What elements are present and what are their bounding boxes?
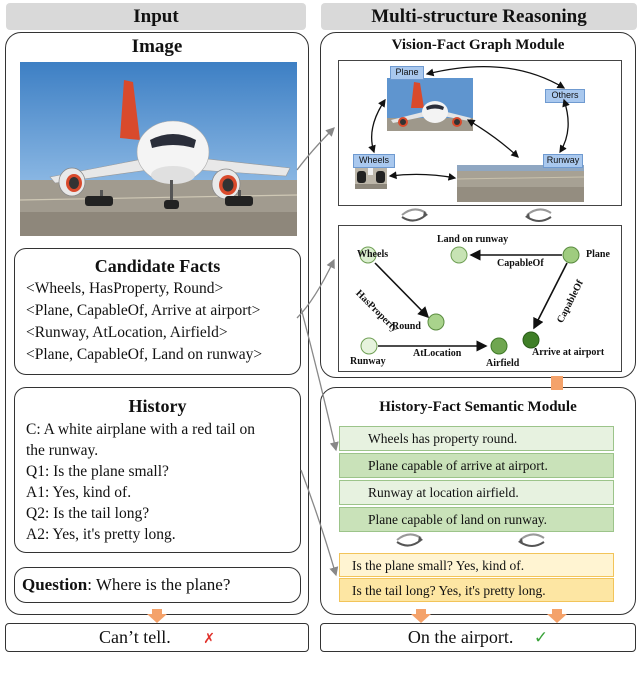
plane-tag: Plane — [390, 66, 424, 80]
plane-node-label: Plane — [586, 249, 610, 260]
fact-graph-box — [338, 225, 622, 372]
candidate-fact: <Wheels, HasProperty, Round> — [26, 280, 224, 297]
output-arrows — [147, 609, 567, 623]
runway-tag: Runway — [543, 154, 583, 168]
arrive-at-airport-node-label: Arrive at airport — [532, 347, 605, 358]
question-body: : Where is the plane? — [87, 575, 231, 594]
question-box — [14, 567, 301, 603]
capableof-edge-label: CapableOf — [497, 258, 544, 269]
semantic-history: Is the plane small? Yes, kind of. — [339, 553, 614, 577]
check-icon: ✓ — [533, 628, 549, 647]
model-answer-box: On the airport. ✓ — [320, 623, 636, 652]
semantic-fact: Plane capable of land on runway. — [339, 507, 614, 532]
question-text: Question: Where is the plane? — [22, 575, 230, 595]
question-label: Question — [22, 575, 88, 594]
history-line: Q2: Is the tail long? — [26, 505, 150, 522]
history-box — [14, 387, 301, 553]
runway-node-label: Runway — [350, 356, 386, 367]
candidate-fact: <Plane, CapableOf, Land on runway> — [26, 346, 263, 363]
round-node-label: Round — [392, 321, 421, 332]
wheels-node-label: Wheels — [357, 249, 389, 260]
baseline-answer-box: Can’t tell. ✗ — [5, 623, 309, 652]
others-tag: Others — [545, 89, 585, 103]
input-header: Input — [6, 3, 306, 30]
vision-module-title: Vision-Fact Graph Module — [391, 37, 565, 53]
reasoning-header: Multi-structure Reasoning — [321, 3, 637, 30]
semantic-history: Is the tail long? Yes, it's pretty long. — [339, 578, 614, 602]
round-node — [427, 313, 445, 331]
cycle-icon — [401, 208, 428, 222]
runway-crop-image — [457, 165, 584, 202]
history-line: the runway. — [26, 442, 99, 459]
image-title: Image — [131, 36, 183, 57]
wheels-node — [359, 246, 377, 264]
model-answer: On the airport. — [407, 627, 514, 647]
airplane-image — [20, 62, 297, 236]
candidate-fact: <Runway, AtLocation, Airfield> — [26, 324, 228, 341]
cycle-icon — [396, 533, 423, 547]
land-on-runway-node-label: Land on runway — [437, 234, 509, 245]
history-line: A1: Yes, kind of. — [26, 484, 132, 501]
land-on-runway-node — [450, 246, 468, 264]
wheels-tag: Wheels — [353, 154, 395, 168]
fact-graph — [359, 246, 580, 355]
baseline-answer: Can’t tell. — [99, 627, 171, 647]
airfield-node — [490, 337, 508, 355]
semantic-fact: Wheels has property round. — [339, 426, 614, 451]
semantic-fact: Runway at location airfield. — [339, 480, 614, 505]
candidate-fact: <Plane, CapableOf, Arrive at airport> — [26, 302, 261, 319]
history-line: C: A white airplane with a red tail on — [26, 421, 256, 438]
runway-node — [360, 337, 378, 355]
wheels-crop-image — [355, 165, 387, 189]
cycle-icon — [525, 208, 552, 222]
plane-node — [562, 246, 580, 264]
candidate-facts-box — [14, 248, 301, 375]
cycle-icon — [518, 533, 545, 547]
history-line: Q1: Is the plane small? — [26, 463, 169, 480]
history-title: History — [128, 396, 187, 416]
history-line: A2: Yes, it's pretty long. — [26, 526, 176, 543]
plane-crop-image — [387, 78, 473, 131]
candidate-facts-title: Candidate Facts — [94, 256, 221, 276]
vision-graph-box — [338, 60, 622, 206]
atlocation-edge-label: AtLocation — [413, 348, 462, 359]
module-connector-arrow — [551, 376, 563, 390]
vision-graph-edges — [368, 65, 570, 181]
arrive-at-airport-node — [522, 331, 540, 349]
semantic-module-title: History-Fact Semantic Module — [379, 399, 577, 415]
semantic-fact: Plane capable of arrive at airport. — [339, 453, 614, 478]
cross-icon: ✗ — [203, 632, 215, 647]
airfield-node-label: Airfield — [486, 358, 520, 369]
